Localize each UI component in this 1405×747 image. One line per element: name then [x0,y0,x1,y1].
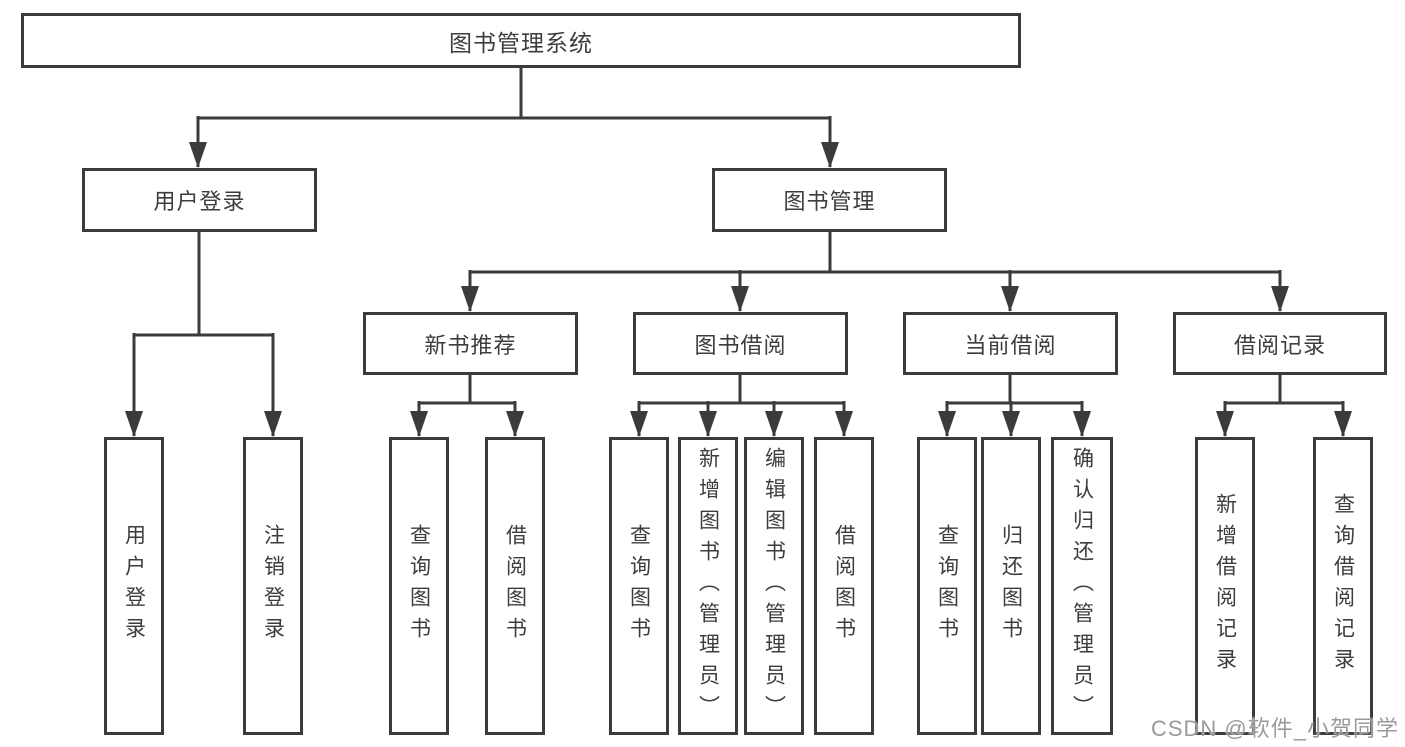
leaf-borrow-query-books-label: 查询图书 [627,524,651,648]
leaf-add-books-admin: 新增图书（管理员） [678,437,738,735]
node-new-book-rec-label: 新书推荐 [424,332,517,358]
leaf-add-books-admin-label: 新增图书（管理员） [696,446,720,726]
leaf-confirm-return-admin: 确认归还（管理员） [1051,437,1113,735]
connector-book-mgmt-children [461,232,1289,312]
leaf-current-query-books-label: 查询图书 [935,524,959,648]
leaf-query-borrow-record: 查询借阅记录 [1313,437,1373,735]
leaf-rec-borrow-books-label: 借阅图书 [503,524,527,648]
leaf-borrow-books-label: 借阅图书 [832,524,856,648]
leaf-logout-label: 注销登录 [261,524,285,648]
leaf-rec-borrow-books: 借阅图书 [485,437,545,735]
leaf-user-login: 用户登录 [104,437,164,735]
node-borrow-record-label: 借阅记录 [1233,332,1326,358]
leaf-borrow-query-books: 查询图书 [609,437,669,735]
node-book-borrow-label: 图书借阅 [694,332,787,358]
node-current-borrow: 当前借阅 [903,312,1118,375]
node-root: 图书管理系统 [21,13,1021,68]
node-root-label: 图书管理系统 [449,29,593,56]
leaf-edit-books-admin-label: 编辑图书（管理员） [762,446,786,726]
leaf-add-borrow-record-label: 新增借阅记录 [1213,493,1237,679]
leaf-add-borrow-record: 新增借阅记录 [1195,437,1255,735]
leaf-borrow-books: 借阅图书 [814,437,874,735]
node-book-mgmt-label: 图书管理 [783,189,876,214]
connector-borrow-record-children [1216,375,1352,437]
leaf-return-books: 归还图书 [981,437,1041,735]
node-new-book-rec: 新书推荐 [363,312,578,375]
node-book-borrow: 图书借阅 [633,312,848,375]
connector-user-login-children [125,232,282,437]
leaf-user-login-label: 用户登录 [122,524,146,648]
leaf-return-books-label: 归还图书 [999,524,1023,648]
leaf-confirm-return-admin-label: 确认归还（管理员） [1070,446,1094,726]
leaf-query-borrow-record-label: 查询借阅记录 [1331,493,1355,679]
leaf-edit-books-admin: 编辑图书（管理员） [744,437,804,735]
node-book-mgmt: 图书管理 [712,168,947,232]
connector-new-book-rec-children [410,375,524,437]
node-current-borrow-label: 当前借阅 [964,332,1057,358]
leaf-current-query-books: 查询图书 [917,437,977,735]
node-user-login-label: 用户登录 [153,189,246,214]
leaf-rec-query-books: 查询图书 [389,437,449,735]
connector-root-to-level2 [189,68,839,168]
csdn-watermark: CSDN @软件_小贺同学 [1150,716,1399,741]
node-user-login: 用户登录 [82,168,317,232]
leaf-rec-query-books-label: 查询图书 [407,524,431,648]
connector-book-borrow-children [630,375,853,437]
leaf-logout: 注销登录 [243,437,303,735]
connector-current-borrow-children [938,375,1091,437]
node-borrow-record: 借阅记录 [1173,312,1387,375]
